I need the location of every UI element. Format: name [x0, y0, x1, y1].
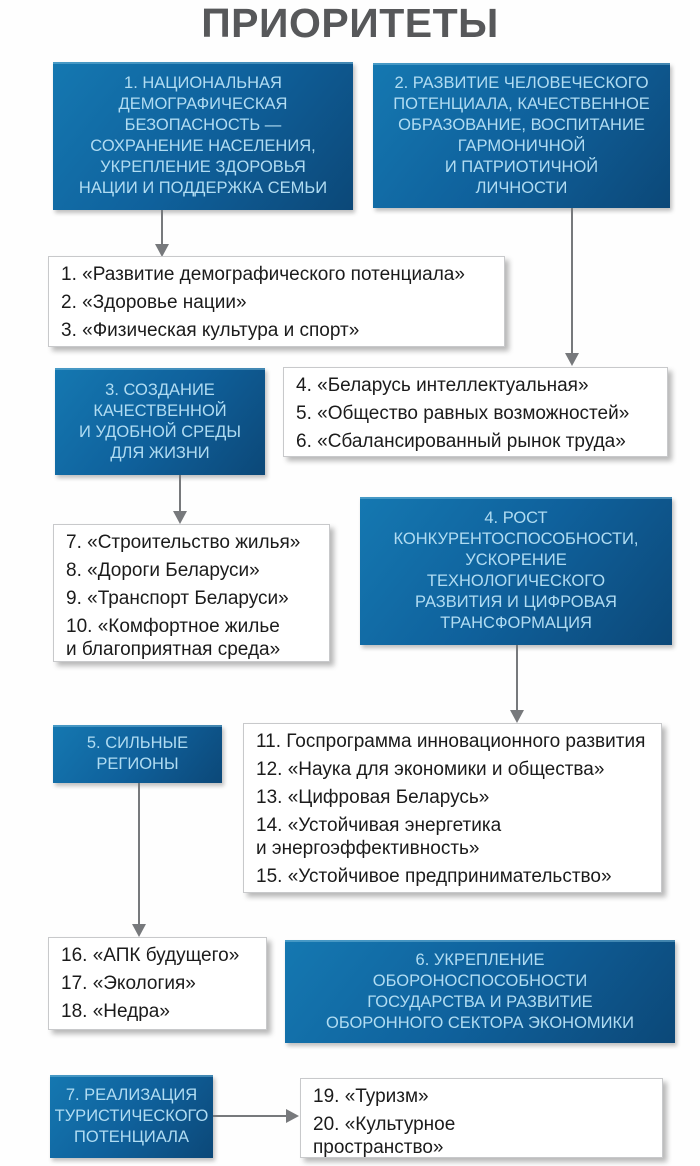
program-item-9: 9. «Транспорт Беларуси»	[66, 588, 289, 609]
priority-5-label: 5. СИЛЬНЫЕ РЕГИОНЫ	[86, 734, 189, 773]
program-item-4: 4. «Беларусь интеллектуальная»	[296, 375, 589, 396]
program-item-3: 3. «Физическая культура и спорт»	[61, 320, 360, 341]
arrow-head	[173, 511, 187, 524]
arrow-right-icon-7	[213, 1109, 299, 1123]
arrow-down-icon-3	[173, 475, 187, 524]
arrow-head	[510, 710, 524, 723]
program-item-10: 10. «Комфортное жилье и благоприятная ср…	[66, 616, 281, 660]
arrow-stem	[571, 208, 573, 353]
program-item-13: 13. «Цифровая Беларусь»	[256, 787, 490, 808]
arrow-head	[565, 353, 579, 366]
priority-box-7: 7. РЕАЛИЗАЦИЯ ТУРИСТИЧЕСКОГО ПОТЕНЦИАЛА	[50, 1075, 213, 1158]
priority-7-label: 7. РЕАЛИЗАЦИЯ ТУРИСТИЧЕСКОГО ПОТЕНЦИАЛА	[54, 1086, 209, 1146]
program-item-7: 7. «Строительство жилья»	[66, 532, 301, 553]
priority-2-label: 2. РАЗВИТИЕ ЧЕЛОВЕЧЕСКОГО ПОТЕНЦИАЛА, КА…	[393, 73, 650, 197]
program-item-8: 8. «Дороги Беларуси»	[66, 560, 260, 581]
program-group-7-10: 7. «Строительство жилья» 8. «Дороги Бела…	[53, 524, 330, 662]
priority-1-label: 1. НАЦИОНАЛЬНАЯ ДЕМОГРАФИЧЕСКАЯ БЕЗОПАСН…	[78, 74, 328, 197]
program-group-1-3: 1. «Развитие демографического потенциала…	[48, 256, 505, 347]
program-item-15: 15. «Устойчивое предпринимательство»	[256, 866, 612, 887]
program-group-16-18: 16. «АПК будущего» 17. «Экология» 18. «Н…	[48, 937, 267, 1030]
program-group-4-6: 4. «Беларусь интеллектуальная» 5. «Общес…	[283, 367, 668, 457]
page-title: ПРИОРИТЕТЫ	[201, 0, 499, 46]
program-item-12: 12. «Наука для экономики и общества»	[256, 759, 605, 780]
arrow-stem	[179, 475, 181, 511]
program-item-17: 17. «Экология»	[61, 973, 196, 994]
priority-4-label: 4. РОСТ КОНКУРЕНТОСПОСОБНОСТИ, УСКОРЕНИЕ…	[393, 509, 639, 632]
priority-6-label: 6. УКРЕПЛЕНИЕ ОБОРОНОСПОСОБНОСТИ ГОСУДАР…	[325, 950, 635, 1032]
priority-box-3: 3. СОЗДАНИЕ КАЧЕСТВЕННОЙ И УДОБНОЙ СРЕДЫ…	[55, 368, 265, 475]
program-item-16: 16. «АПК будущего»	[61, 945, 240, 966]
priority-box-4: 4. РОСТ КОНКУРЕНТОСПОСОБНОСТИ, УСКОРЕНИЕ…	[360, 497, 672, 645]
program-item-6: 6. «Сбалансированный рынок труда»	[296, 431, 626, 452]
priority-box-1: 1. НАЦИОНАЛЬНАЯ ДЕМОГРАФИЧЕСКАЯ БЕЗОПАСН…	[53, 62, 353, 210]
program-group-19-20: 19. «Туризм» 20. «Культурное пространств…	[300, 1078, 663, 1158]
program-item-11: 11. Госпрограмма инновационного развития	[256, 731, 646, 752]
arrow-head	[155, 244, 169, 257]
arrow-head	[286, 1109, 299, 1123]
program-item-2: 2. «Здоровье нации»	[61, 292, 247, 313]
arrow-down-icon-1	[155, 210, 169, 257]
priority-box-6: 6. УКРЕПЛЕНИЕ ОБОРОНОСПОСОБНОСТИ ГОСУДАР…	[285, 940, 675, 1043]
arrow-down-icon-4	[510, 645, 524, 723]
arrow-down-icon-2	[565, 208, 579, 366]
priority-3-label: 3. СОЗДАНИЕ КАЧЕСТВЕННОЙ И УДОБНОЙ СРЕДЫ…	[79, 380, 241, 462]
arrow-stem	[138, 783, 140, 924]
program-item-18: 18. «Недра»	[61, 1001, 170, 1022]
arrow-stem	[161, 210, 163, 244]
program-item-1: 1. «Развитие демографического потенциала…	[61, 264, 465, 285]
program-group-11-15: 11. Госпрограмма инновационного развития…	[243, 723, 662, 893]
arrow-down-icon-5	[132, 783, 146, 937]
priority-box-2: 2. РАЗВИТИЕ ЧЕЛОВЕЧЕСКОГО ПОТЕНЦИАЛА, КА…	[373, 63, 670, 208]
program-item-5: 5. «Общество равных возможностей»	[296, 403, 630, 424]
program-item-14: 14. «Устойчивая энергетика и энергоэффек…	[256, 815, 502, 859]
program-item-19: 19. «Туризм»	[313, 1086, 429, 1107]
arrow-stem	[516, 645, 518, 710]
program-item-20: 20. «Культурное пространство»	[313, 1114, 456, 1158]
arrow-stem	[213, 1115, 286, 1117]
priority-box-5: 5. СИЛЬНЫЕ РЕГИОНЫ	[53, 725, 222, 783]
arrow-head	[132, 924, 146, 937]
